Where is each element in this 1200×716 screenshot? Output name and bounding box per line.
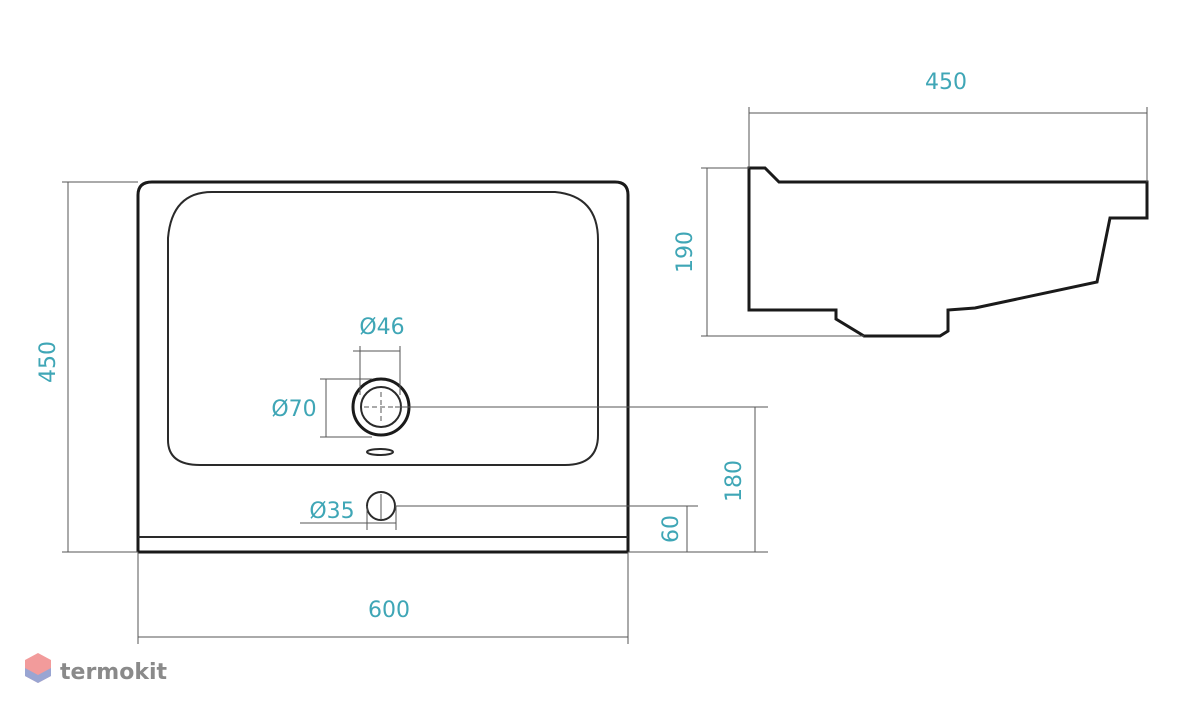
drain-slot xyxy=(366,448,394,456)
dim-label-overflow-hole: Ø35 xyxy=(309,499,354,524)
dim-label-drain-hole: Ø70 xyxy=(271,397,316,422)
dim-label-side-depth: 450 xyxy=(925,70,967,95)
side-profile xyxy=(747,166,1149,338)
dim-label-side-height: 190 xyxy=(673,231,698,273)
side-view xyxy=(701,107,1149,338)
top-view xyxy=(136,180,630,554)
dim-label-width-600: 600 xyxy=(368,598,410,623)
top-view-dimensions xyxy=(62,181,768,644)
dim-label-tap-hole: Ø46 xyxy=(359,315,404,340)
dim-label-overflow-offset: 60 xyxy=(659,515,684,543)
brand-logo-icon-lower xyxy=(25,668,51,683)
brand-logo: termokit xyxy=(25,653,167,685)
basin-bowl-outline xyxy=(167,191,599,466)
dim-label-drain-offset: 180 xyxy=(722,460,747,502)
basin-outer-outline xyxy=(136,180,630,552)
dim-label-height-450: 450 xyxy=(36,341,61,383)
brand-name: termokit xyxy=(60,660,167,685)
